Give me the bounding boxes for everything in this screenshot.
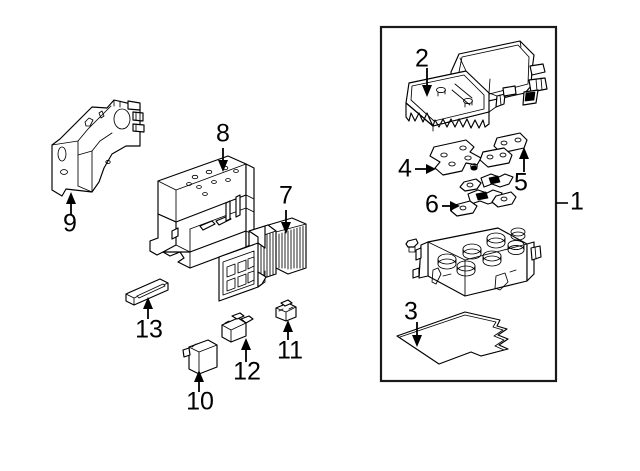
callout-label-5: 5 xyxy=(514,169,528,197)
assembly-group-box xyxy=(379,25,558,383)
callout-7-arrow xyxy=(281,222,291,234)
callout-2-arrow xyxy=(422,85,432,97)
callout-label-9: 9 xyxy=(63,210,77,238)
callout-label-13: 13 xyxy=(135,316,163,344)
callout-4-arrow xyxy=(426,164,436,174)
callout-label-3: 3 xyxy=(404,298,418,326)
part-8-fuse-box-housing xyxy=(149,148,255,269)
callout-label-4: 4 xyxy=(398,155,412,183)
part-7-relay-connector-block xyxy=(218,210,307,302)
part-11-small-clip xyxy=(275,299,297,340)
callout-6-arrow xyxy=(450,201,460,211)
callout-5-arrow xyxy=(519,147,529,159)
callout-10-arrow xyxy=(194,370,204,382)
part-3-lower-cover-plate xyxy=(396,311,509,365)
part-10-relay xyxy=(182,339,218,392)
part-fuse-block-body xyxy=(405,227,542,297)
part-12-fuse-cartridge xyxy=(221,312,254,362)
callout-label-10: 10 xyxy=(186,388,214,416)
callout-label-12: 12 xyxy=(233,358,261,386)
callout-11-arrow xyxy=(283,320,293,332)
callout-label-2: 2 xyxy=(415,45,429,73)
part-13-retainer-strip xyxy=(125,278,169,319)
part-2-junction-block-cover xyxy=(405,40,548,132)
part-6-fusible-link xyxy=(442,173,517,217)
callout-3-arrow xyxy=(412,335,422,347)
callout-label-11: 11 xyxy=(277,337,303,365)
part-4-bus-bar-plate xyxy=(415,139,482,176)
part-5-terminal-bracket xyxy=(479,132,529,172)
callout-12-arrow xyxy=(241,338,251,350)
part-9-mounting-bracket xyxy=(51,99,145,215)
callout-label-8: 8 xyxy=(216,120,230,148)
callout-8-arrow xyxy=(218,160,228,172)
callout-label-1: 1 xyxy=(570,188,584,216)
callout-label-6: 6 xyxy=(425,191,439,219)
callout-9-arrow xyxy=(66,192,76,204)
callout-13-arrow xyxy=(143,297,153,309)
callout-label-7: 7 xyxy=(279,182,293,210)
